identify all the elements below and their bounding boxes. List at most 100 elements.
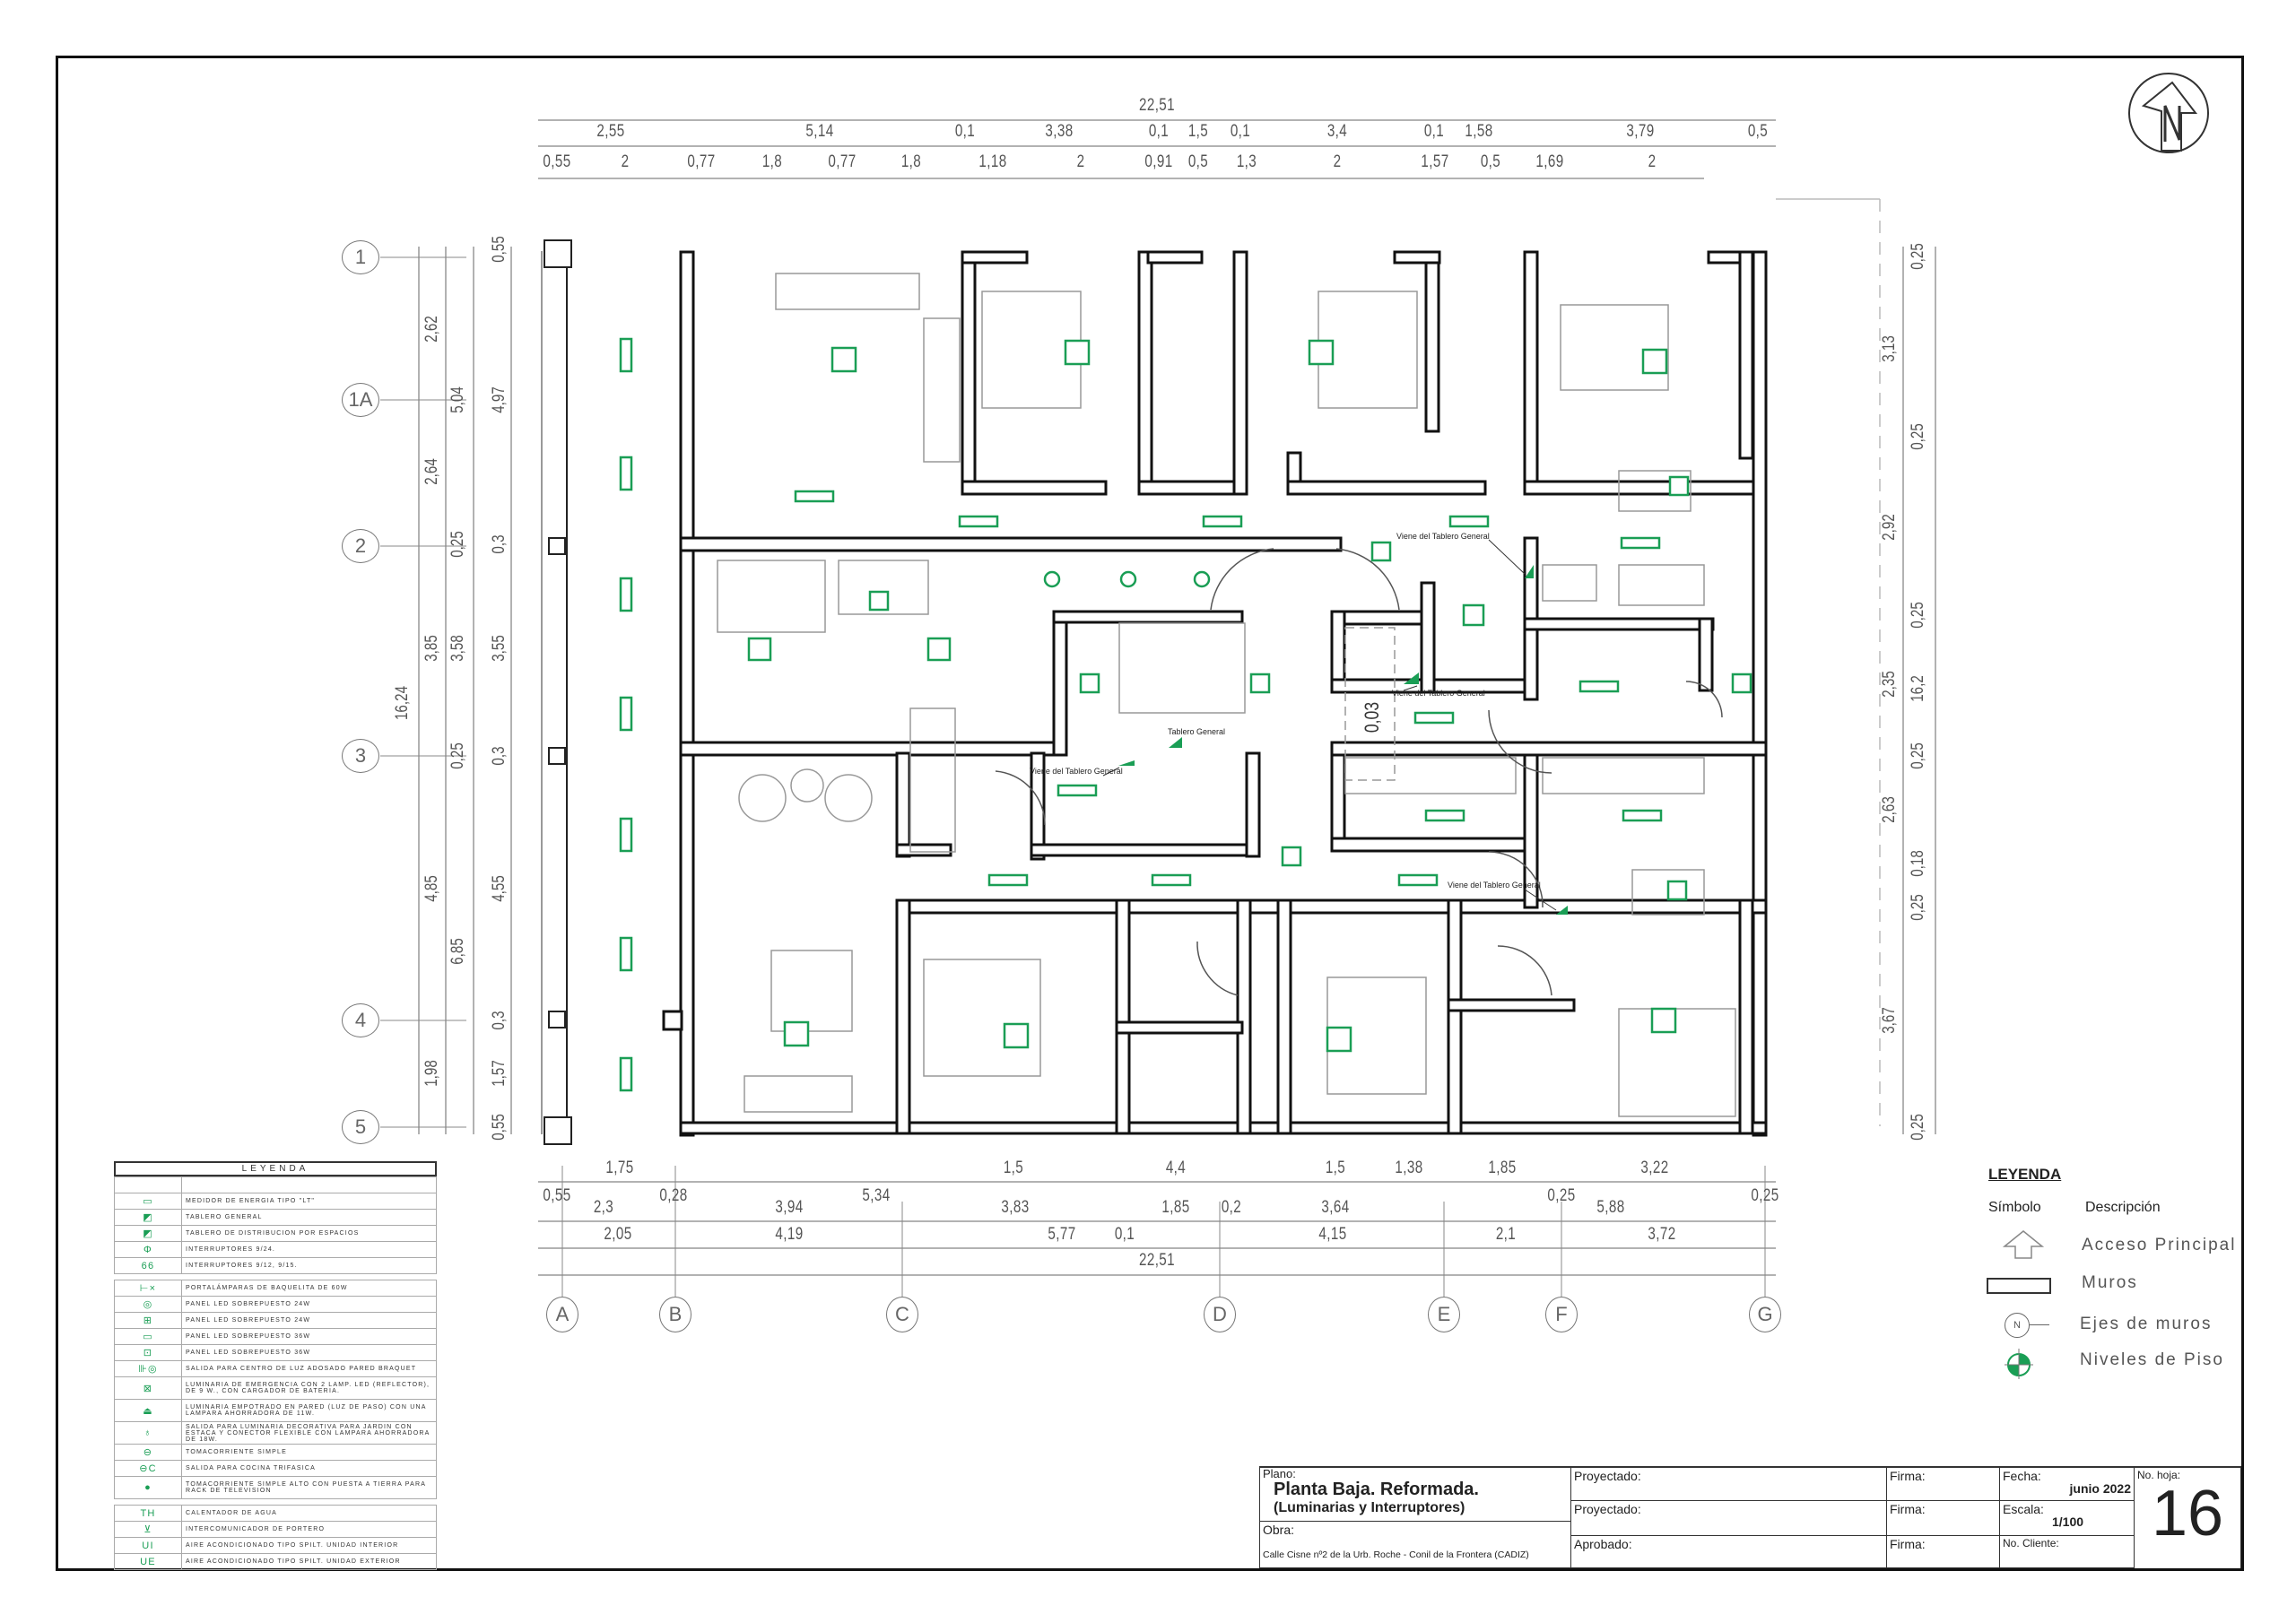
dimension-label: 0,25 <box>1909 742 1927 769</box>
legend-description: Tablero de distribucion por espacios <box>181 1225 437 1242</box>
legend-row: UIAire Acondicionado tipo Spilt. Unidad … <box>114 1537 437 1554</box>
dimension-label: 1,5 <box>1325 1159 1346 1177</box>
fecha-label: Fecha: <box>2003 1469 2041 1483</box>
legend-description: Tablero general <box>181 1209 437 1226</box>
legend-description: Salida para centro de luz adosado pared … <box>181 1360 437 1377</box>
dimension-label: 2,55 <box>596 122 625 141</box>
drawing-frame <box>56 56 2244 1571</box>
dimension-label: 4,19 <box>775 1225 804 1244</box>
dimension-label: 1,57 <box>1421 152 1449 171</box>
firma-1: Firma: <box>1887 1468 2000 1501</box>
legend-row: ◎Panel LED sobrepuesto 24W <box>114 1296 437 1313</box>
dimension-label: 3,22 <box>1640 1159 1669 1177</box>
dimension-label: 0,25 <box>1751 1186 1779 1205</box>
legend-description: Intercomunicador de portero <box>181 1521 437 1538</box>
note-leaders <box>1102 539 1557 911</box>
dimension-label: 0,25 <box>1909 602 1927 629</box>
legend-description: Salida para cocina trifasica <box>181 1460 437 1477</box>
wall-symbol-icon <box>1987 1278 2051 1294</box>
legend-description: Panel LED sobrepuesto 24W <box>181 1296 437 1313</box>
dimension-label: 1,5 <box>1187 122 1209 141</box>
dimension-label: 16,24 <box>393 685 412 721</box>
dimension-label: 0,55 <box>543 1186 571 1205</box>
legend-description: Portalámparas de baquelita de 60W <box>181 1280 437 1297</box>
fecha-value: junio 2022 <box>2069 1481 2131 1496</box>
dimension-label: 2,05 <box>604 1225 632 1244</box>
dimension-label: 2,92 <box>1880 514 1899 541</box>
legend-header-cell <box>114 1176 182 1193</box>
axis-col-g: G <box>1749 1297 1781 1332</box>
doors <box>995 548 1723 996</box>
legend-description: Aire Acondicionado tipo Spilt. Unidad in… <box>181 1537 437 1554</box>
dimension-label: 0,5 <box>1480 152 1501 171</box>
dimension-label: 0,1 <box>1148 122 1170 141</box>
kitchen-outlet-icon: ⊖c <box>114 1460 182 1477</box>
legend-row: ⊻Intercomunicador de portero <box>114 1521 437 1538</box>
dimension-label: 1,8 <box>761 152 783 171</box>
dimension-label: 0,1 <box>1423 122 1445 141</box>
dimension-label: 0,3 <box>490 746 509 766</box>
dimension-label: 4,85 <box>422 875 441 902</box>
dimension-label: 2,1 <box>1495 1225 1517 1244</box>
dimension-label: 4,4 <box>1165 1159 1187 1177</box>
legend-row: ⊠Luminaria de emergencia con 2 lamp. LED… <box>114 1376 437 1400</box>
access-arrow-icon <box>2002 1230 2045 1259</box>
dimension-label: 4,55 <box>490 875 509 902</box>
emergency-light-icon: ⊠ <box>114 1376 182 1400</box>
legend-description: Medidor de energia tipo "LT" <box>181 1193 437 1210</box>
note-viene-tablero: Viene del Tablero General <box>1396 532 1490 541</box>
dimension-label: 5,88 <box>1596 1198 1625 1217</box>
legend-row: ▭Medidor de energia tipo "LT" <box>114 1193 437 1210</box>
dimension-label: 0,3 <box>490 1011 509 1030</box>
proyectado-1: Proyectado: <box>1571 1468 1887 1501</box>
dimension-label: 3,4 <box>1326 122 1348 141</box>
note-viene-tablero: Viene del Tablero General <box>1448 881 1541 890</box>
dimension-label: 1,85 <box>1488 1159 1517 1177</box>
hoja-number: 16 <box>2151 1478 2224 1549</box>
escala-value: 1/100 <box>2052 1515 2084 1529</box>
dimension-label: 0,77 <box>687 152 716 171</box>
legend-row: ⊞Panel LED sobrepuesto 24W <box>114 1312 437 1329</box>
dimension-label: 2,3 <box>593 1198 614 1217</box>
dimension-label: 4,15 <box>1318 1225 1347 1244</box>
double-switch-icon: 66 <box>114 1257 182 1274</box>
dimension-label: 3,13 <box>1880 335 1899 362</box>
dimension-label: 0,25 <box>448 742 467 769</box>
furniture <box>717 273 1736 1117</box>
plano-subtitle: (Luminarias y Interruptores) <box>1274 1500 1465 1515</box>
legend-description: Tomacorriente simple alto con puesta a t… <box>181 1476 437 1499</box>
axis-col-d: D <box>1204 1297 1236 1332</box>
legend-symbols: LEYENDA ▭Medidor de energia tipo "LT"◩Ta… <box>114 1161 437 1575</box>
dimension-label: 0,25 <box>1909 894 1927 921</box>
legend-row: 66Interruptores 9/12, 9/15. <box>114 1257 437 1274</box>
dimension-label: 1,58 <box>1465 122 1493 141</box>
led-rect-icon: ▭ <box>114 1328 182 1345</box>
garden-light-icon: ♁ <box>114 1421 182 1445</box>
legend-item-access: Acceso Principal <box>2082 1236 2237 1254</box>
legend-description: Luminaria de emergencia con 2 lamp. LED … <box>181 1376 437 1400</box>
aprobado: Aprobado: <box>1571 1536 1887 1568</box>
dimension-label: 0,1 <box>954 122 976 141</box>
dimension-label: 3,64 <box>1321 1198 1350 1217</box>
walls <box>662 250 1768 1137</box>
dimension-lines <box>418 119 1936 1276</box>
dimension-label: 0,25 <box>1909 423 1927 450</box>
axis-row-4: 4 <box>342 1003 379 1037</box>
dimension-label: 0,5 <box>1187 152 1209 171</box>
tv-outlet-icon: ● <box>114 1476 182 1499</box>
dimension-label: 3,83 <box>1001 1198 1030 1217</box>
plano-title: Planta Baja. Reformada. <box>1274 1480 1479 1499</box>
legend-row: ⊡Panel LED sobrepuesto 36W <box>114 1344 437 1361</box>
switch-icon: ϕ <box>114 1241 182 1258</box>
legend-row: ♁Salida para luminaria decorativa para j… <box>114 1421 437 1445</box>
dimension-label: 0,1 <box>1230 122 1251 141</box>
legend-row: ⊖cSalida para cocina trifasica <box>114 1460 437 1477</box>
led-square-36-icon: ⊡ <box>114 1344 182 1361</box>
dimension-label: 5,77 <box>1048 1225 1076 1244</box>
legend-description: Aire Acondicionado tipo Spilt. Unidad Ex… <box>181 1553 437 1570</box>
dimension-label: 0,18 <box>1909 850 1927 877</box>
dimension-label: 0,55 <box>490 1114 509 1141</box>
dimension-label: 2,64 <box>422 458 441 485</box>
dimension-label: 1,38 <box>1395 1159 1423 1177</box>
